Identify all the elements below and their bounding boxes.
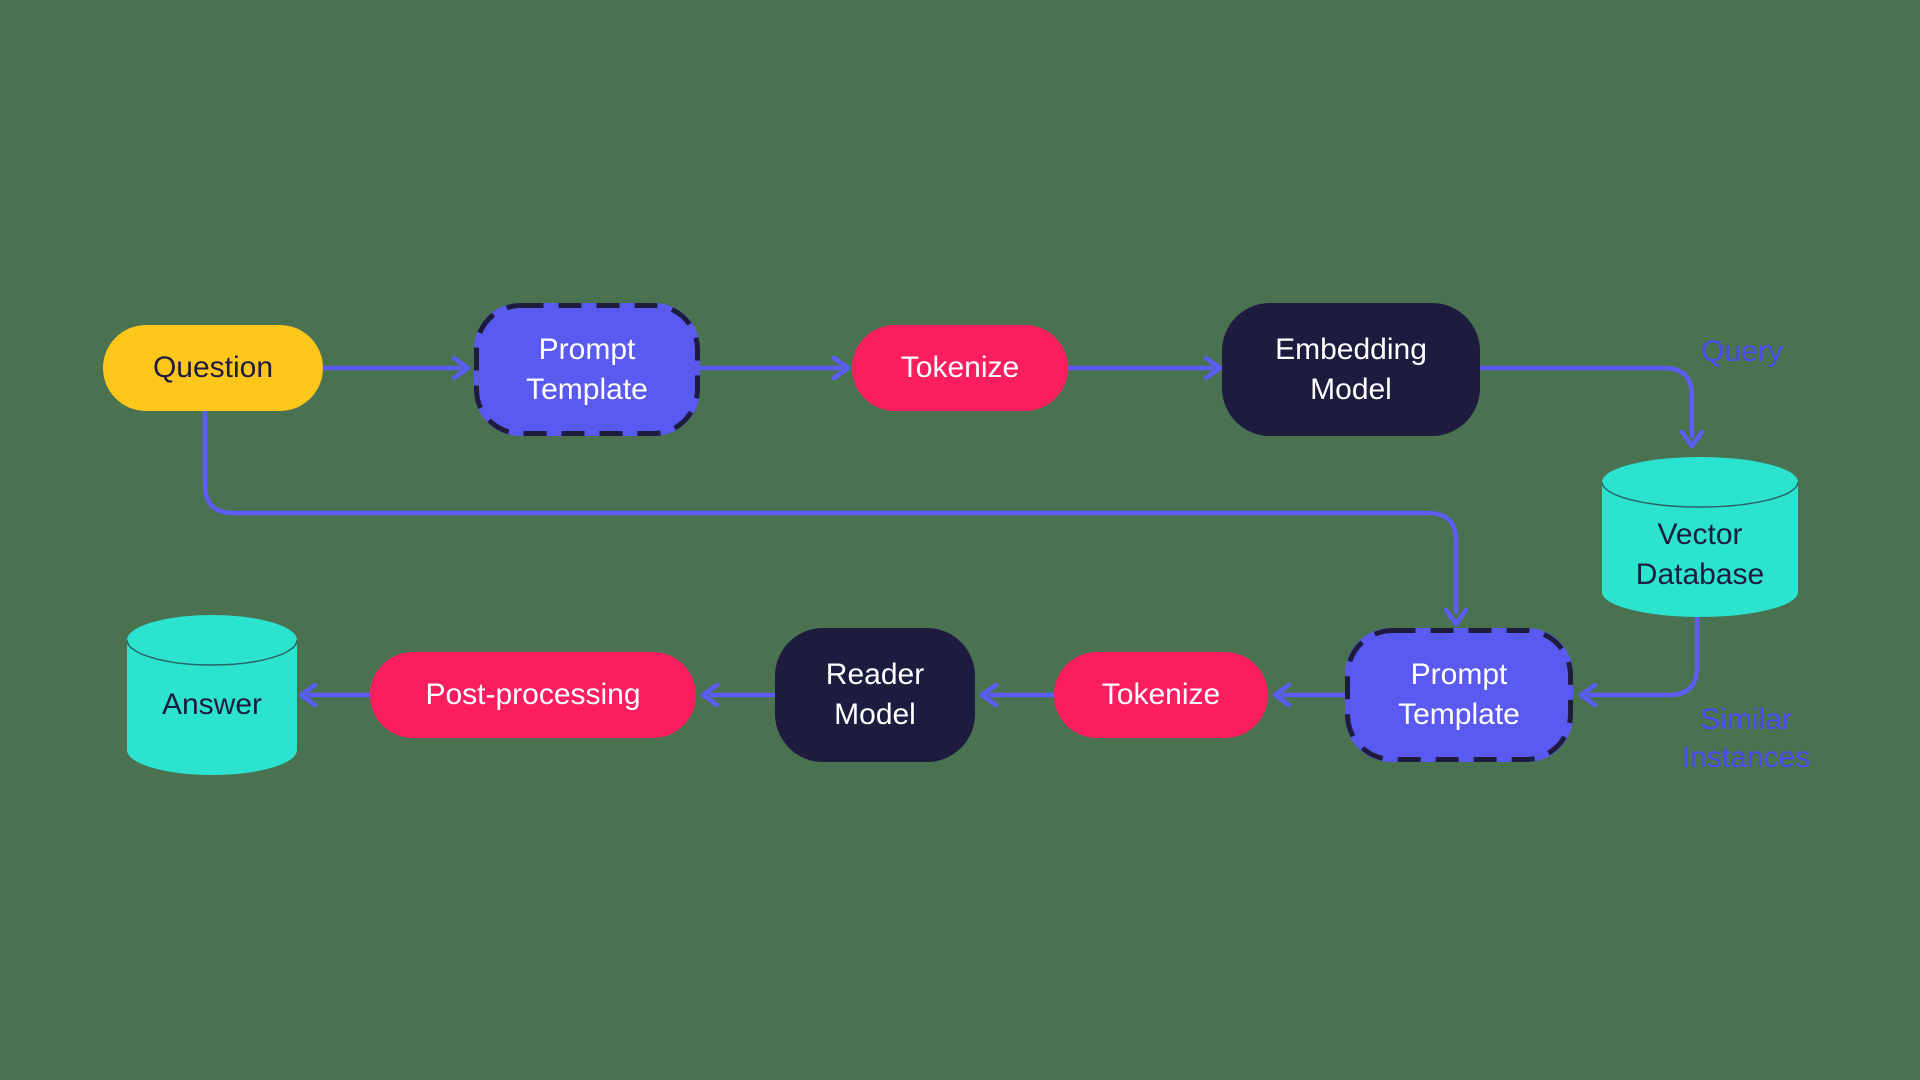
- node-tokenize-bottom: Tokenize: [1054, 652, 1268, 738]
- arrowhead-left-icon: [298, 682, 318, 708]
- query-edge-label: Query: [1701, 335, 1783, 368]
- node-tokenize-bottom-label: Tokenize: [1101, 678, 1221, 711]
- edge-query: [1477, 365, 1695, 439]
- arrowhead-right-icon: [831, 355, 851, 381]
- node-embedding-model: Embedding Model: [1222, 303, 1480, 436]
- vector-database-cylinder: Vector Database: [1602, 456, 1798, 618]
- node-prompt-template-top: Prompt Template: [474, 303, 700, 436]
- node-tokenize-top-label: Tokenize: [900, 351, 1020, 384]
- arrowhead-right-icon: [1203, 355, 1223, 381]
- similar-instances-edge-label: Similar Instances: [1681, 703, 1811, 774]
- arrowhead-down-icon: [1443, 607, 1469, 627]
- arrowhead-left-icon: [700, 682, 720, 708]
- node-reader-model-label: Reader Model: [825, 658, 925, 731]
- arrowhead-left-icon: [979, 682, 999, 708]
- node-embedding-model-label: Embedding Model: [1275, 332, 1427, 406]
- node-prompt-template-bottom: Prompt Template: [1345, 628, 1573, 762]
- edge-question-to-prompt-template-bottom: [202, 408, 1459, 615]
- database-icon: [1602, 457, 1798, 617]
- node-post-processing: Post-processing: [370, 652, 696, 738]
- node-post-processing-label: Post-processing: [425, 678, 641, 711]
- arrowhead-down-icon: [1679, 429, 1705, 449]
- node-question-label: Question: [152, 351, 274, 384]
- vector-database-label: Vector Database: [1635, 518, 1765, 591]
- node-reader-model: Reader Model: [775, 628, 975, 762]
- node-question: Question: [103, 325, 323, 411]
- arrowhead-left-icon: [1272, 682, 1292, 708]
- node-tokenize-top: Tokenize: [852, 325, 1068, 411]
- node-prompt-template-top-label: Prompt Template: [526, 332, 648, 406]
- database-icon: [127, 615, 297, 775]
- arrowhead-right-icon: [451, 355, 471, 381]
- node-prompt-template-bottom-label: Prompt Template: [1398, 658, 1520, 731]
- answer-label: Answer: [161, 688, 263, 721]
- edge-similar-instances: [1586, 614, 1700, 698]
- arrowhead-left-icon: [1578, 682, 1598, 708]
- answer-cylinder: Answer: [127, 614, 297, 776]
